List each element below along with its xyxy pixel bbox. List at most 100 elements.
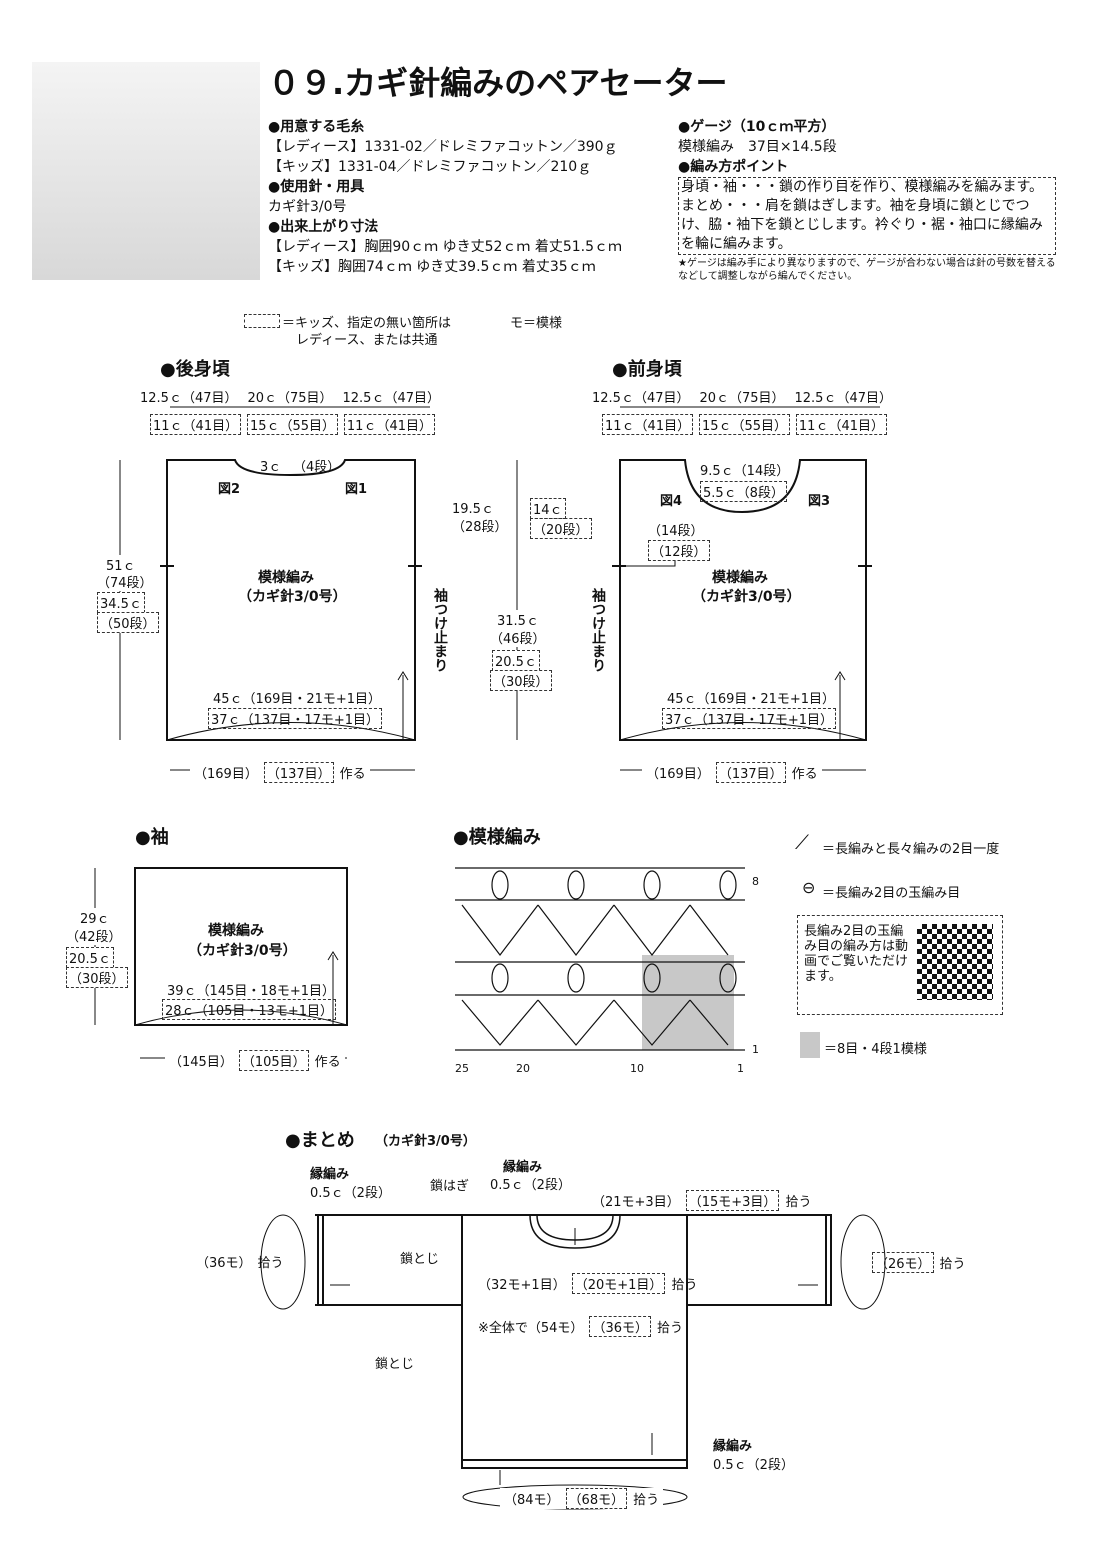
gauge-heading: ●ゲージ（10ｃｍ平方） bbox=[678, 119, 836, 135]
label: （36モ） bbox=[589, 1316, 651, 1337]
label: 19.5ｃ bbox=[452, 498, 494, 517]
page-title: ０９.カギ針編みのペアセーター bbox=[268, 64, 728, 102]
point-text: 身頃・袖・・・鎖の作り目を作り、模様編みを編みます。まとめ・・・肩を鎖はぎします… bbox=[678, 177, 1056, 255]
yarn-heading: ●用意する毛糸 bbox=[268, 119, 365, 135]
label: ※全体で（54モ） bbox=[478, 1321, 584, 1336]
size-kids: 【キッズ】胸囲74ｃｍ ゆき丈39.5ｃｍ 着丈35ｃｍ bbox=[268, 259, 596, 275]
label: （26モ） bbox=[872, 1252, 934, 1273]
label: （20モ+1目） bbox=[571, 1273, 666, 1294]
size-heading: ●出来上がり寸法 bbox=[268, 219, 379, 235]
label: 15ｃ（55目） bbox=[246, 414, 339, 435]
label: 図2 bbox=[218, 482, 241, 497]
body-pickup: （32モ+1目） （20モ+1目） 拾う bbox=[478, 1273, 697, 1294]
row-label: 1 bbox=[752, 1043, 759, 1056]
label: 鎖とじ bbox=[375, 1357, 415, 1372]
repeat-swatch bbox=[800, 1032, 820, 1058]
label: 袖つけ止まり bbox=[590, 588, 606, 672]
info-right: ●ゲージ（10ｃｍ平方） 模様編み 37目×14.5段 ●編み方ポイント 身頃・… bbox=[678, 117, 1063, 283]
label: 12.5ｃ（47目） bbox=[794, 391, 893, 406]
label: 縁編み bbox=[713, 1439, 753, 1454]
label: 15ｃ（55目） bbox=[698, 414, 791, 435]
back-title: ●後身頃 bbox=[160, 359, 230, 380]
label: 11ｃ（41目） bbox=[343, 414, 435, 435]
label: （28段） bbox=[452, 516, 508, 535]
label: （137目） bbox=[263, 762, 334, 783]
hem-pickup: （84モ） （68モ） 拾う bbox=[500, 1488, 664, 1509]
label: 鎖とじ bbox=[400, 1252, 440, 1267]
label: 図1 bbox=[345, 482, 368, 497]
label: （21モ+3目） bbox=[592, 1195, 680, 1210]
label: 鎖はぎ bbox=[430, 1179, 470, 1194]
puff-stitch-symbol-icon: ⊖ bbox=[802, 878, 816, 897]
label: 37ｃ（137目・17モ+1目） bbox=[662, 708, 837, 729]
label: 縁編み bbox=[310, 1167, 350, 1182]
label: 5.5ｃ（8段） bbox=[700, 481, 787, 502]
label: 拾う bbox=[633, 1493, 660, 1508]
front-top-kids-dims: 11ｃ（41目） 15ｃ（55目） 11ｃ（41目） bbox=[602, 414, 887, 435]
stitch-label: 25 bbox=[455, 1062, 469, 1075]
pattern-title: ●模様編み bbox=[453, 827, 541, 848]
label: 14ｃ bbox=[530, 498, 566, 519]
stitch-label: 10 bbox=[630, 1062, 644, 1075]
front-title: ●前身頃 bbox=[612, 359, 682, 380]
info-left: ●用意する毛糸 【レディース】1331-02／ドレミファコットン／390ｇ 【キ… bbox=[268, 117, 622, 277]
legend-mo: モ＝模様 bbox=[510, 316, 563, 331]
label: 12.5ｃ（47目） bbox=[342, 391, 441, 406]
gauge: 模様編み 37目×14.5段 bbox=[678, 139, 837, 155]
label: 拾う bbox=[656, 1321, 683, 1336]
label: 11ｃ（41目） bbox=[795, 414, 887, 435]
label: 11ｃ（41目） bbox=[602, 414, 694, 435]
label: （30段） bbox=[490, 670, 552, 691]
right-cuff-pickup: （26モ） 拾う bbox=[872, 1252, 966, 1273]
label: 模様編み bbox=[258, 570, 314, 586]
label: （169目） bbox=[646, 767, 710, 782]
point-heading: ●編み方ポイント bbox=[678, 159, 789, 175]
label: 縁編み bbox=[503, 1160, 543, 1175]
label: 袖つけ止まり bbox=[432, 588, 448, 672]
label: 45ｃ（169目・21モ+1目） bbox=[667, 692, 836, 707]
label: （カギ針3/0号） bbox=[188, 943, 297, 959]
label: 拾う bbox=[785, 1195, 812, 1210]
label: （32モ+1目） bbox=[478, 1278, 566, 1293]
label: 0.5ｃ（2段） bbox=[310, 1186, 391, 1201]
label: 34.5ｃ bbox=[97, 592, 145, 613]
label: 20.5ｃ bbox=[492, 650, 540, 671]
label: 29ｃ bbox=[80, 908, 110, 927]
label: （105目） bbox=[238, 1050, 309, 1071]
label: 拾う bbox=[257, 1256, 284, 1271]
symbol-2-legend: ＝長編み2目の玉編み目 bbox=[822, 886, 961, 901]
label: 9.5ｃ（14段） bbox=[700, 464, 790, 479]
qr-code[interactable] bbox=[917, 924, 993, 1000]
label: 20.5ｃ bbox=[66, 947, 114, 968]
label: 37ｃ（137目・17モ+1目） bbox=[208, 708, 383, 729]
label: 45ｃ（169目・21モ+1目） bbox=[213, 692, 382, 707]
left-cuff-pickup: （36モ） 拾う bbox=[196, 1252, 284, 1271]
label: （84モ） bbox=[504, 1493, 560, 1508]
label: 51ｃ bbox=[106, 555, 136, 574]
label: 作る bbox=[314, 1055, 341, 1070]
label: 11ｃ（41目） bbox=[150, 414, 242, 435]
label: 28ｃ（105目・13モ+1目） bbox=[162, 999, 337, 1020]
front-top-dims: 12.5ｃ（47目） 20ｃ（75目） 12.5ｃ（47目） bbox=[592, 387, 892, 406]
label: 模様編み bbox=[208, 923, 264, 939]
label: （42段） bbox=[66, 926, 122, 945]
stitch-label: 1 bbox=[737, 1062, 744, 1075]
assembly-title: ●まとめ bbox=[285, 1130, 355, 1151]
label: 拾う bbox=[671, 1278, 698, 1293]
front-cast-on: （169目） （137目） 作る bbox=[642, 762, 822, 783]
label: （14段） bbox=[648, 524, 704, 539]
neck-pickup: （21モ+3目） （15モ+3目） 拾う bbox=[592, 1190, 811, 1211]
label: （137目） bbox=[715, 762, 786, 783]
back-cast-on: （169目） （137目） 作る bbox=[190, 762, 370, 783]
model-photo bbox=[32, 62, 260, 280]
label: 20ｃ（75目） bbox=[699, 391, 785, 406]
legend-kids: ＝キッズ、指定の無い箇所は bbox=[282, 316, 452, 331]
row-label: 8 bbox=[752, 875, 759, 888]
label: 図4 bbox=[660, 494, 683, 509]
back-top-kids-dims: 11ｃ（41目） 15ｃ（55目） 11ｃ（41目） bbox=[150, 414, 435, 435]
sleeve-title: ●袖 bbox=[135, 827, 169, 848]
label: （カギ針3/0号） bbox=[238, 589, 347, 605]
repeat-legend: ＝8目・4段1模様 bbox=[824, 1042, 927, 1057]
